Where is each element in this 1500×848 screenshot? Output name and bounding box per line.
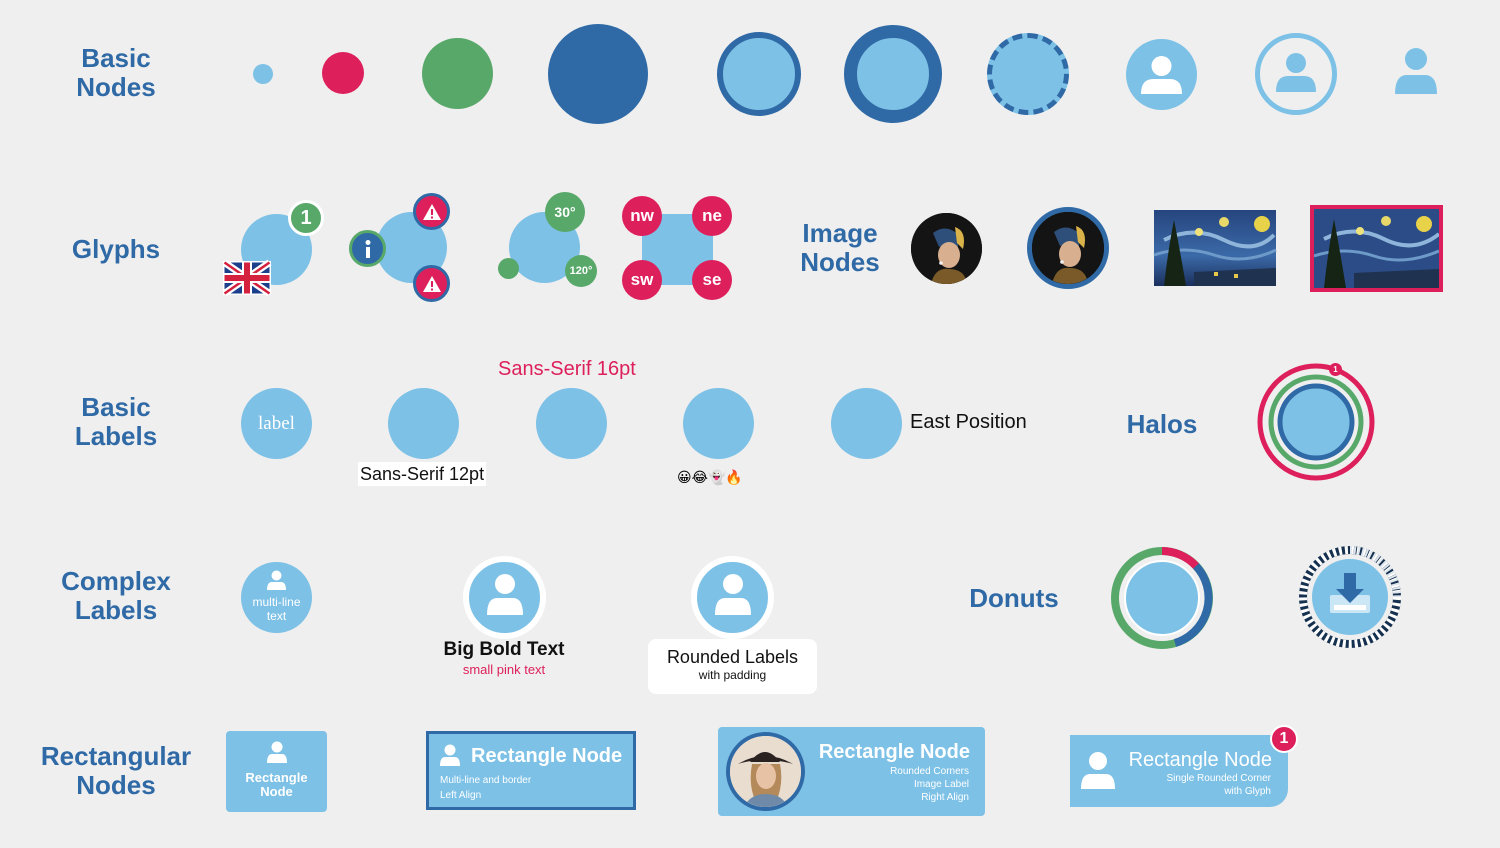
glyph-se: se xyxy=(692,260,732,300)
label-east-position: East Position xyxy=(910,411,1027,433)
user-icon xyxy=(487,574,523,615)
label-sans-12: Sans-Serif 12pt xyxy=(358,462,487,486)
halo-node[interactable] xyxy=(1256,362,1380,486)
avatar xyxy=(726,732,805,811)
small-pink-text: small pink text xyxy=(462,662,546,677)
complex-node-big-bold[interactable] xyxy=(463,556,546,639)
info-glyph xyxy=(349,230,386,267)
girl-with-pearl-earring-image xyxy=(911,213,982,284)
section-title-basic-labels: Basic Labels xyxy=(74,392,158,451)
multiline-text-1: multi-line xyxy=(252,595,301,609)
rect3-sub3: Right Align xyxy=(921,792,969,803)
label-node-inside[interactable]: label xyxy=(241,388,312,459)
node-small-red[interactable] xyxy=(322,52,364,94)
glyph-sw: sw xyxy=(622,260,662,300)
rect3-title: Rectangle Node xyxy=(818,741,970,763)
section-title-image-nodes: Image Nodes xyxy=(800,218,880,277)
node-bordered[interactable] xyxy=(717,32,801,116)
rectangle-node-3[interactable]: Rectangle Node Rounded Corners Image Lab… xyxy=(718,727,985,816)
progress-donut-node[interactable] xyxy=(1298,545,1402,649)
rectangle-node-4[interactable]: Rectangle Node Single Rounded Corner wit… xyxy=(1070,735,1288,807)
rect4-title: Rectangle Node xyxy=(1128,749,1272,771)
woman-with-hat-image xyxy=(730,736,801,807)
label-sans-16: Sans-Serif 16pt xyxy=(498,358,636,380)
section-title-basic-nodes: Basic Nodes xyxy=(76,43,156,102)
node-tiny[interactable] xyxy=(253,64,273,84)
label-emoji: 😀😂👻🔥 xyxy=(677,469,743,485)
count-badge: 1 xyxy=(288,200,324,236)
starry-night-image xyxy=(1314,209,1439,288)
user-icon xyxy=(715,574,751,615)
label-node-below[interactable] xyxy=(388,388,459,459)
node-dashed-border[interactable] xyxy=(987,33,1069,115)
multiline-text-2: text xyxy=(266,609,287,623)
angle-glyph-30: 30° xyxy=(545,192,585,232)
rect2-sub2: Left Align xyxy=(440,790,482,801)
complex-node-multiline[interactable]: multi-line text xyxy=(241,562,312,633)
node-large-dark-blue[interactable] xyxy=(548,24,648,124)
section-title-complex-labels: Complex Labels xyxy=(61,566,171,625)
user-icon xyxy=(267,741,287,763)
section-title-glyphs: Glyphs xyxy=(71,234,161,264)
rounded-label-title: Rounded Labels xyxy=(666,647,799,667)
rect4-badge: 1 xyxy=(1270,725,1298,753)
rect2-title: Rectangle Node xyxy=(471,745,623,767)
rect3-sub1: Rounded Corners xyxy=(890,766,969,777)
rect2-sub1: Multi-line and border xyxy=(440,775,532,786)
user-icon xyxy=(440,744,460,766)
warning-icon xyxy=(422,203,441,220)
node-user-icon[interactable] xyxy=(1126,39,1197,110)
rect1-line1: Rectangle xyxy=(245,770,308,785)
rect1-line2: Node xyxy=(260,784,293,799)
girl-with-pearl-earring-image xyxy=(1032,212,1104,284)
uk-flag-icon xyxy=(222,259,272,297)
small-glyph xyxy=(498,258,519,279)
node-label: label xyxy=(258,412,295,434)
starry-night-image-bordered[interactable] xyxy=(1310,205,1443,292)
standalone-user-icon[interactable] xyxy=(1394,47,1438,95)
user-icon xyxy=(1141,56,1182,94)
rectangle-node-2[interactable]: Rectangle Node Multi-line and border Lef… xyxy=(426,731,636,810)
rect4-sub2: with Glyph xyxy=(1224,786,1271,797)
glyph-nw: nw xyxy=(622,196,662,236)
node-outline-user[interactable] xyxy=(1255,33,1337,115)
user-icon xyxy=(1276,53,1316,92)
glyph-ne: ne xyxy=(692,196,732,236)
warning-glyph-top xyxy=(413,193,450,230)
big-bold-text: Big Bold Text xyxy=(443,639,565,660)
section-title-rectangular-nodes: Rectangular Nodes xyxy=(40,741,192,800)
angle-glyph-120: 120° xyxy=(565,255,597,287)
node-thick-bordered[interactable] xyxy=(844,25,942,123)
section-title-donuts: Donuts xyxy=(969,583,1059,613)
starry-night-image[interactable] xyxy=(1153,210,1277,286)
section-title-halos: Halos xyxy=(1126,409,1198,439)
user-icon xyxy=(267,570,286,590)
label-node-above[interactable] xyxy=(536,388,607,459)
label-node-east[interactable] xyxy=(831,388,902,459)
rect4-sub1: Single Rounded Corner xyxy=(1166,773,1271,784)
donut-node[interactable] xyxy=(1108,544,1216,652)
label-node-emoji[interactable] xyxy=(683,388,754,459)
user-icon xyxy=(1081,752,1115,789)
rounded-label-box: Rounded Labels with padding xyxy=(648,639,817,694)
warning-icon xyxy=(422,275,441,292)
rounded-label-sub: with padding xyxy=(698,668,767,682)
image-node-portrait-bordered[interactable] xyxy=(1027,207,1109,289)
warning-glyph-bottom xyxy=(413,265,450,302)
node-medium-green[interactable] xyxy=(422,38,493,109)
halo-badge: 1 xyxy=(1329,363,1342,376)
complex-node-rounded[interactable] xyxy=(691,556,774,639)
rectangle-node-1[interactable]: Rectangle Node xyxy=(226,731,327,812)
info-icon xyxy=(365,239,370,258)
rect3-sub2: Image Label xyxy=(913,779,969,790)
image-node-portrait[interactable] xyxy=(911,213,982,284)
